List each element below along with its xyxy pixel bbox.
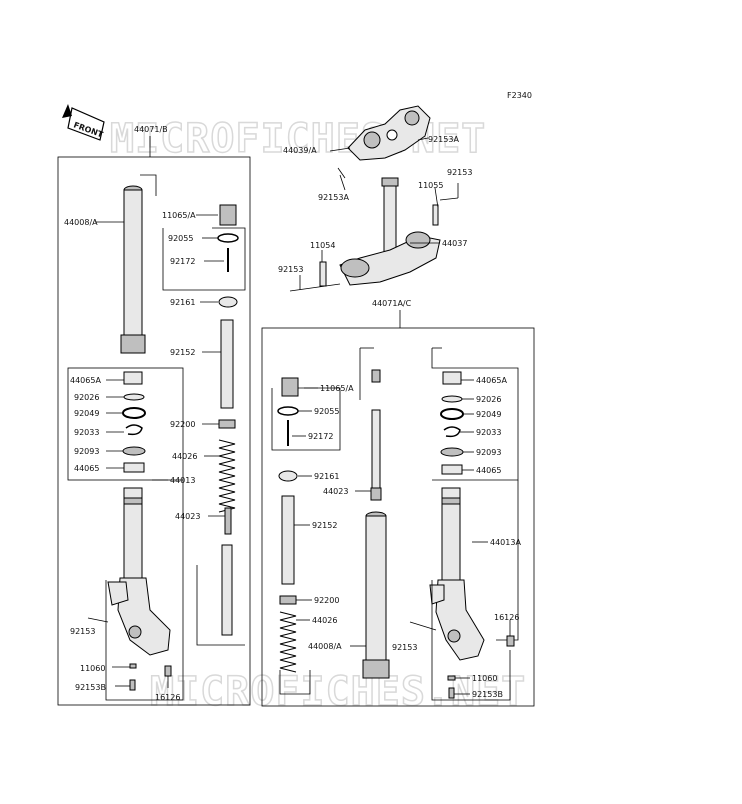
label-r-92026: 92026: [476, 395, 501, 404]
label-l-44065a: 44065A: [70, 376, 101, 385]
label-l-44013: 44013: [170, 476, 195, 485]
label-r-44026: 44026: [312, 616, 337, 625]
label-l-44065: 44065: [74, 464, 99, 473]
label-r-44023: 44023: [323, 487, 348, 496]
damper-rod-right: [371, 409, 381, 491]
label-92153a-top: 92153A: [428, 135, 459, 144]
front-arrow-icon: FRONT: [62, 104, 105, 141]
label-r-11065a: 11065/A: [320, 384, 354, 393]
watermark-bottom: MICROFICHES.NET: [150, 669, 526, 715]
assembly-box-right: [261, 327, 535, 707]
label-l-92153b: 92153B: [75, 683, 106, 692]
label-44037: 44037: [442, 239, 467, 248]
label-r-16126: 16126: [494, 613, 519, 622]
spacer-tube-left: [220, 319, 234, 409]
label-l-92033: 92033: [74, 428, 99, 437]
label-92153-top: 92153: [447, 168, 472, 177]
label-r-92172: 92172: [308, 432, 333, 441]
spring-right: [279, 611, 297, 673]
label-r-92153: 92153: [392, 643, 417, 652]
spring-left: [218, 439, 236, 513]
label-r-92161: 92161: [314, 472, 339, 481]
label-l-92055: 92055: [168, 234, 193, 243]
label-r-92055: 92055: [314, 407, 339, 416]
damper-rod-left: [221, 544, 233, 636]
label-l-92153: 92153: [70, 627, 95, 636]
label-l-92152: 92152: [170, 348, 195, 357]
assembly-box-left: [57, 156, 251, 706]
label-l-44026: 44026: [172, 452, 197, 461]
label-92153a-bottom: 92153A: [318, 193, 349, 202]
label-11055: 11055: [418, 181, 443, 190]
figure-code: F2340: [507, 91, 532, 100]
label-r-92153b: 92153B: [472, 690, 503, 699]
label-r-44013a: 44013A: [490, 538, 521, 547]
label-r-92152: 92152: [312, 521, 337, 530]
label-r-92049: 92049: [476, 410, 501, 419]
label-r-11060: 11060: [472, 674, 497, 683]
inner-tube-right: [429, 487, 485, 661]
top-clamp: [347, 105, 431, 161]
steering-stem: [289, 167, 459, 292]
label-l-11065a: 11065/A: [162, 211, 196, 220]
label-l-44023: 44023: [175, 512, 200, 521]
label-r-92033: 92033: [476, 428, 501, 437]
label-11054: 11054: [310, 241, 335, 250]
label-44039-a: 44039/A: [283, 146, 317, 155]
outer-tube-left: [120, 185, 146, 354]
label-r-44008a: 44008/A: [308, 642, 342, 651]
spacer-tube-right: [281, 495, 295, 585]
assembly-label-right: 44071A/C: [372, 299, 412, 308]
label-r-92093: 92093: [476, 448, 501, 457]
inner-tube-left: [107, 487, 171, 656]
cap-bolt-left: [219, 204, 237, 226]
label-92153-clamp: 92153: [278, 265, 303, 274]
label-l-11060: 11060: [80, 664, 105, 673]
label-l-16126: 16126: [155, 693, 180, 702]
label-l-92026: 92026: [74, 393, 99, 402]
outer-tube-right: [362, 511, 390, 679]
label-l-92049: 92049: [74, 409, 99, 418]
label-r-44065a: 44065A: [476, 376, 507, 385]
label-r-44065: 44065: [476, 466, 501, 475]
label-r-92200: 92200: [314, 596, 339, 605]
label-l-92161: 92161: [170, 298, 195, 307]
label-l-92093: 92093: [74, 447, 99, 456]
label-l-44008a: 44008/A: [64, 218, 98, 227]
assembly-label-left: 44071/B: [134, 125, 168, 134]
label-l-92172: 92172: [170, 257, 195, 266]
